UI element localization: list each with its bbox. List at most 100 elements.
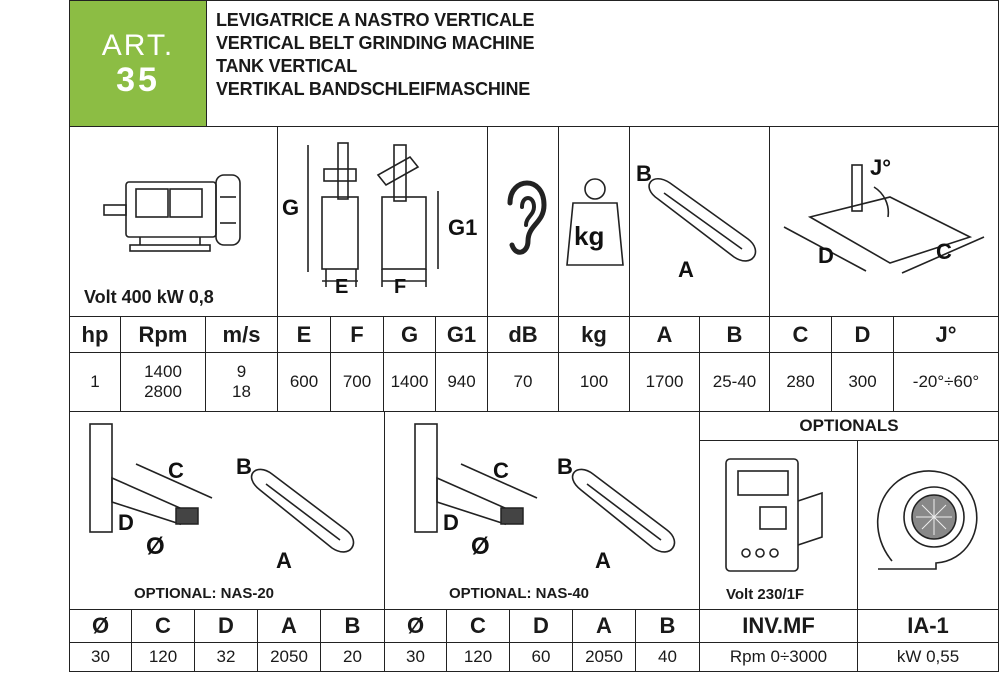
nas20-caption: OPTIONAL: NAS-20	[134, 585, 275, 602]
spec-header-rpm: Rpm	[120, 316, 206, 353]
nas40-value-c: 120	[446, 642, 510, 672]
nas40-drawing: C D Ø B A	[414, 423, 676, 573]
nas40-header-dia: Ø	[384, 609, 447, 643]
belt-drawing: B A	[636, 161, 757, 282]
spec-header-d: D	[831, 316, 894, 353]
inverter-panel: Volt 230/1F	[699, 440, 858, 610]
optional-nas20-panel: C D Ø B A OPTIONAL: NAS-20	[69, 411, 385, 610]
nas40-value-d: 60	[509, 642, 573, 672]
spec-value-db: 70	[487, 352, 559, 412]
label-f: F	[394, 276, 406, 298]
spec-header-a: A	[629, 316, 700, 353]
inverter-header: INV.MF	[699, 609, 858, 643]
label-j: J°	[870, 155, 891, 180]
title-de: VERTIKAL BANDSCHLEIFMASCHINE	[216, 79, 531, 99]
spec-header-g: G	[383, 316, 436, 353]
nas20-header-c: C	[131, 609, 195, 643]
nas40-label-a: A	[595, 548, 611, 573]
spec-value-g1: 940	[435, 352, 488, 412]
nas20-header-d: D	[194, 609, 258, 643]
title-en: VERTICAL BELT GRINDING MACHINE	[216, 33, 535, 53]
label-g: G	[282, 195, 299, 220]
belt-panel: B A	[629, 126, 770, 317]
nas20-label-b: B	[236, 454, 252, 479]
nas40-header-d: D	[509, 609, 573, 643]
worktable-panel: J° D C	[769, 126, 999, 317]
spec-header-f: F	[330, 316, 384, 353]
nas40-label-c: C	[493, 458, 509, 483]
nas20-drawing: C D Ø B A	[89, 423, 355, 573]
weight-kg-label: kg	[574, 221, 604, 251]
spec-value-b: 25-40	[699, 352, 770, 412]
nas40-label-dia: Ø	[471, 533, 490, 560]
spec-value-f: 700	[330, 352, 384, 412]
fan-icon	[876, 470, 978, 570]
spec-header-c: C	[769, 316, 832, 353]
spec-value-d: 300	[831, 352, 894, 412]
noise-panel	[487, 126, 559, 317]
spec-header-b: B	[699, 316, 770, 353]
nas20-label-a: A	[276, 548, 292, 573]
nas40-label-b: B	[557, 454, 573, 479]
machine-dimension-drawing: G E F G1	[282, 142, 477, 298]
weight-icon: kg	[566, 178, 624, 266]
worktable-drawing: J° D C	[783, 155, 985, 274]
nas40-caption: OPTIONAL: NAS-40	[449, 585, 590, 602]
motor-icon	[103, 174, 241, 252]
spec-value-hp: 1	[69, 352, 121, 412]
spec-header-db: dB	[487, 316, 559, 353]
weight-panel: kg	[558, 126, 630, 317]
title-fr: TANK VERTICAL	[216, 56, 358, 76]
spec-header-hp: hp	[69, 316, 121, 353]
spec-value-g: 1400	[383, 352, 436, 412]
title-it: LEVIGATRICE A NASTRO VERTICALE	[216, 10, 535, 30]
spec-header-g1: G1	[435, 316, 488, 353]
nas20-label-d: D	[118, 510, 134, 535]
nas20-label-c: C	[168, 458, 184, 483]
nas40-value-dia: 30	[384, 642, 447, 672]
belt-label-b: B	[636, 161, 652, 186]
nas40-header-c: C	[446, 609, 510, 643]
nas20-value-c: 120	[131, 642, 195, 672]
nas40-value-b: 40	[635, 642, 700, 672]
inverter-value: Rpm 0÷3000	[699, 642, 858, 672]
nas20-value-dia: 30	[69, 642, 132, 672]
nas20-header-b: B	[320, 609, 385, 643]
ear-icon	[507, 180, 547, 255]
spec-value-e: 600	[277, 352, 331, 412]
art-label: ART.	[101, 28, 175, 62]
nas20-header-a: A	[257, 609, 321, 643]
spec-value-kg: 100	[558, 352, 630, 412]
nas20-label-dia: Ø	[146, 533, 165, 560]
spec-header-e: E	[277, 316, 331, 353]
fan-value: kW 0,55	[857, 642, 999, 672]
label-e: E	[335, 276, 348, 298]
spec-header-j: J°	[893, 316, 999, 353]
label-c: C	[936, 239, 952, 264]
nas40-header-a: A	[572, 609, 636, 643]
nas40-value-a: 2050	[572, 642, 636, 672]
inverter-caption: Volt 230/1F	[726, 586, 805, 603]
label-g1: G1	[448, 215, 477, 240]
spec-header-ms: m/s	[205, 316, 278, 353]
nas20-value-a: 2050	[257, 642, 321, 672]
art-badge: ART. 35	[69, 0, 207, 127]
belt-label-a: A	[678, 257, 694, 282]
nas20-value-b: 20	[320, 642, 385, 672]
spec-value-a: 1700	[629, 352, 700, 412]
motor-panel: Volt 400 kW 0,8	[69, 126, 278, 317]
fan-panel	[857, 440, 999, 610]
motor-caption: Volt 400 kW 0,8	[84, 287, 214, 307]
title-block: LEVIGATRICE A NASTRO VERTICALE VERTICAL …	[206, 0, 999, 127]
spec-value-c: 280	[769, 352, 832, 412]
optionals-title: OPTIONALS	[699, 411, 999, 441]
nas40-header-b: B	[635, 609, 700, 643]
fan-header: IA-1	[857, 609, 999, 643]
optional-nas40-panel: C D Ø B A OPTIONAL: NAS-40	[384, 411, 700, 610]
machine-dimensions-panel: G E F G1	[277, 126, 488, 317]
inverter-icon	[725, 458, 823, 572]
label-d: D	[818, 243, 834, 268]
nas20-value-d: 32	[194, 642, 258, 672]
